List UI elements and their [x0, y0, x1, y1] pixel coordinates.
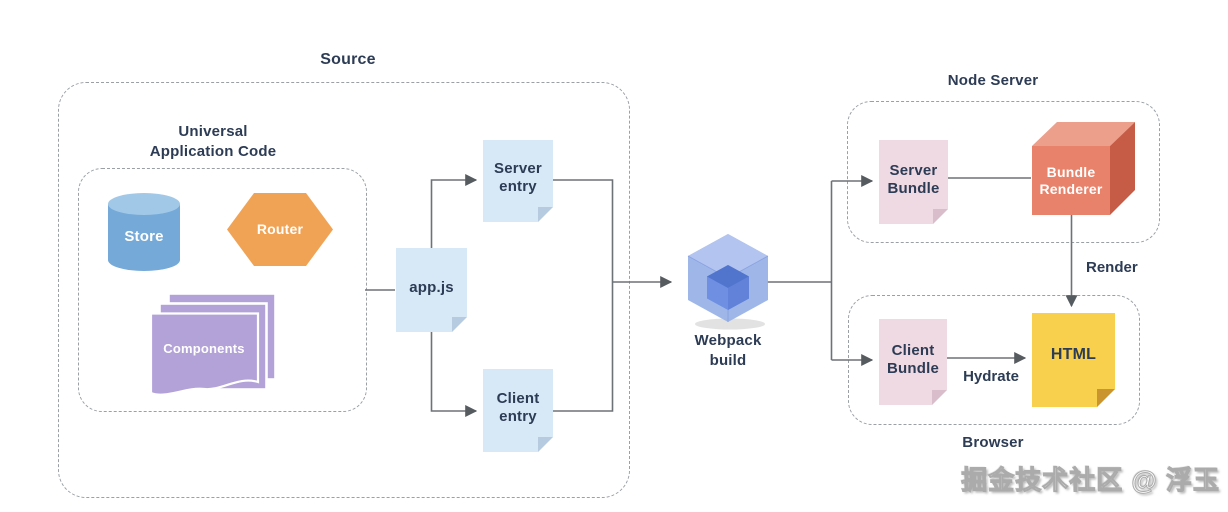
bundle-renderer-label: Bundle Renderer [1039, 163, 1103, 197]
note-icon [483, 140, 553, 222]
bundle-renderer-node: Bundle Renderer [1032, 122, 1135, 215]
hexagon-icon [227, 193, 333, 266]
webpack-label: Webpack build [694, 332, 762, 369]
source-group-label: Source [320, 51, 376, 68]
connector-appjs-to-server-entry [430, 174, 478, 248]
node-server-group-box [847, 101, 1160, 243]
webpack-node [686, 234, 770, 330]
router-label: Router [256, 221, 304, 238]
node-server-group-label: Node Server [947, 72, 1039, 89]
html-label: HTML [1050, 346, 1097, 364]
components-node: Components [149, 292, 277, 398]
render-edge-label: Render [1086, 259, 1138, 276]
webpack-logo-icon [687, 234, 769, 330]
note-icon [879, 319, 947, 405]
html-node: HTML [1032, 313, 1115, 407]
client-entry-label: Client entry [496, 389, 540, 425]
note-icon [396, 248, 467, 332]
client-bundle-node: Client Bundle [879, 319, 947, 405]
note-icon [483, 369, 553, 452]
store-label: Store [124, 228, 164, 245]
note-icon [879, 140, 948, 224]
client-bundle-label: Client Bundle [886, 342, 940, 377]
server-bundle-node: Server Bundle [879, 140, 948, 224]
router-node: Router [227, 193, 333, 266]
client-entry-node: Client entry [483, 369, 553, 452]
stacked-pages-icon [149, 292, 277, 396]
appjs-node: app.js [396, 248, 467, 332]
source-group-box [58, 82, 630, 498]
connector-entries-merge [553, 179, 614, 412]
components-label: Components [163, 341, 245, 357]
cube-3d-icon [1032, 122, 1135, 215]
server-entry-label: Server entry [494, 160, 542, 195]
store-node: Store [108, 193, 180, 271]
universal-group-label: Universal Application Code [149, 123, 277, 160]
hydrate-edge-label: Hydrate [963, 368, 1019, 385]
connector-appjs-to-client-entry [430, 332, 478, 417]
server-entry-node: Server entry [483, 140, 553, 222]
browser-group-label: Browser [962, 434, 1024, 451]
appjs-label: app.js [409, 279, 454, 296]
watermark-text: 掘金技术社区 @ 浮玉 [961, 465, 1220, 496]
database-cylinder-icon [108, 193, 180, 271]
server-bundle-label: Server Bundle [887, 162, 940, 197]
note-icon [1032, 313, 1115, 407]
